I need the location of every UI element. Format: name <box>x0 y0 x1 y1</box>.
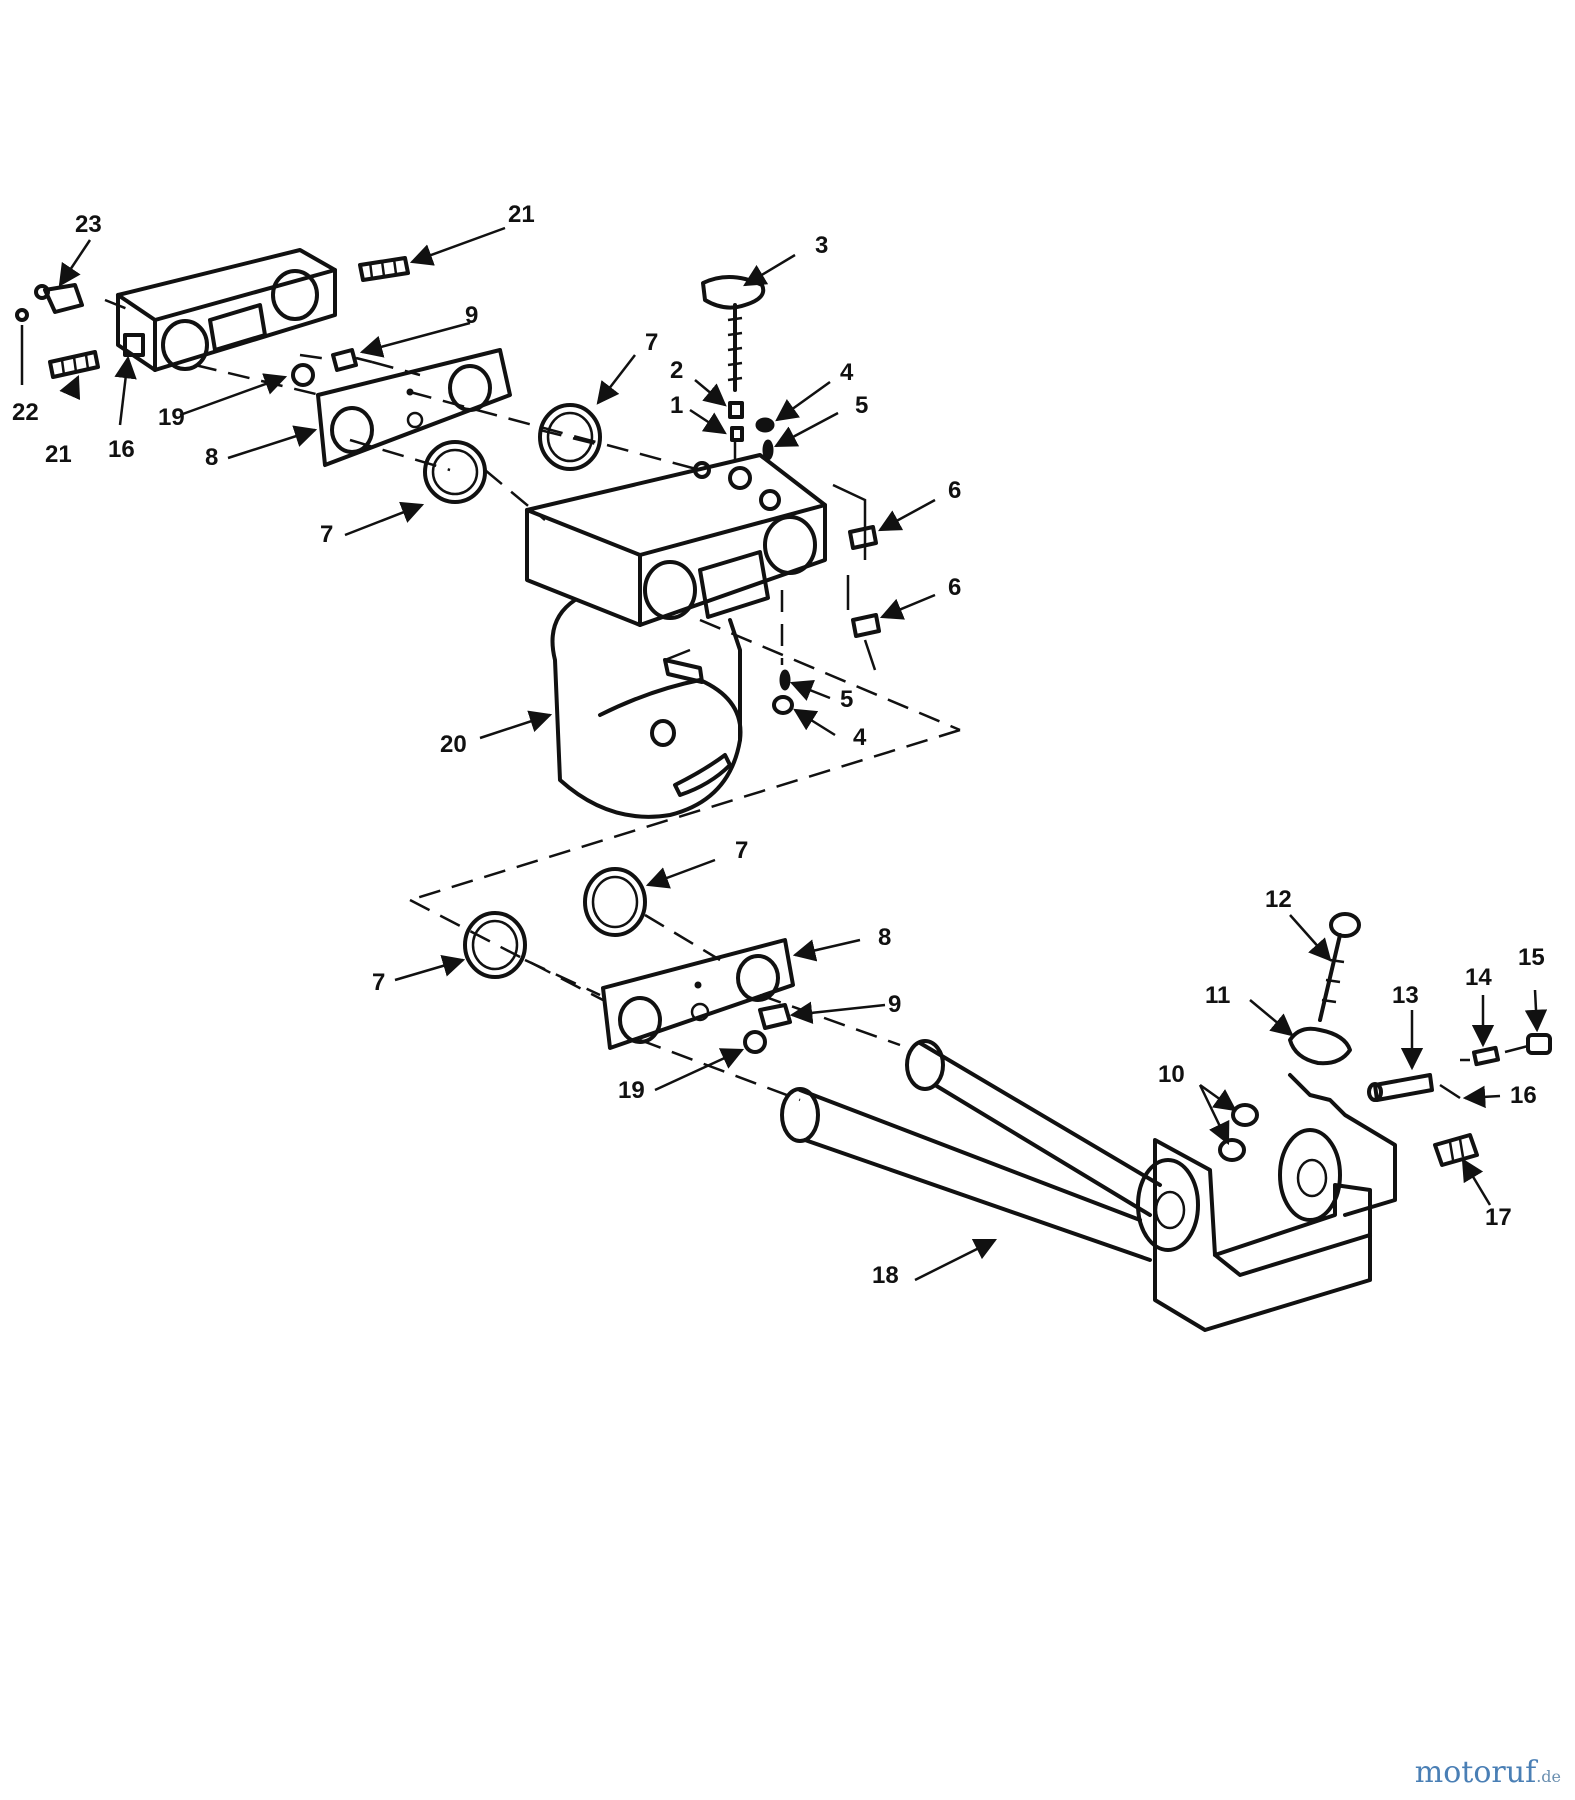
leader-arrows <box>58 226 1548 1282</box>
label-17: 17 <box>1485 1204 1512 1231</box>
watermark-tld: .de <box>1536 1767 1561 1786</box>
washer-part-4-upper <box>755 417 775 433</box>
cap-part-15 <box>1526 1033 1552 1055</box>
ring-part-7-lower-left <box>463 911 527 979</box>
nut-part-2 <box>728 401 744 419</box>
plate-part-8-lower <box>601 938 795 1050</box>
watermark-brand: motoruf <box>1414 1755 1537 1790</box>
plate-part-8-upper <box>316 348 512 467</box>
label-4-bottom: 4 <box>853 724 867 751</box>
screw-part-22 <box>15 308 29 385</box>
label-7-top-left: 7 <box>320 521 333 548</box>
label-10: 10 <box>1158 1061 1185 1088</box>
guide-rod-upper <box>905 1039 1162 1217</box>
label-13: 13 <box>1392 982 1419 1009</box>
label-22: 22 <box>12 399 39 426</box>
housing-side-outline <box>832 483 877 671</box>
label-2: 2 <box>670 357 683 384</box>
base-part-18 <box>1136 1073 1397 1332</box>
explode-lines <box>104 298 1529 1102</box>
label-3: 3 <box>815 232 828 259</box>
ball-part-19-lower <box>743 1030 767 1054</box>
label-23: 23 <box>75 211 102 238</box>
spring-pin-part-21-lower <box>48 350 100 379</box>
pin-part-16 <box>1439 1083 1461 1100</box>
spring-part-17 <box>1433 1133 1479 1167</box>
label-5-bottom: 5 <box>840 686 853 713</box>
ring-part-7-lower-right <box>583 867 647 937</box>
label-12: 12 <box>1265 886 1292 913</box>
screw-part-9-lower <box>758 1003 792 1030</box>
label-14: 14 <box>1465 964 1492 991</box>
clip-part-23 <box>34 283 84 314</box>
label-6-bottom: 6 <box>948 574 961 601</box>
knob-part-11 <box>1288 1026 1352 1066</box>
label-5-top: 5 <box>855 392 868 419</box>
label-11: 11 <box>1205 982 1230 1009</box>
label-7-mid-left: 7 <box>372 969 385 996</box>
label-19: 19 <box>158 404 185 431</box>
nut-part-10-lower <box>1218 1138 1246 1162</box>
label-16-top: 16 <box>108 436 135 463</box>
label-15: 15 <box>1518 944 1545 971</box>
label-9-top: 9 <box>465 302 478 329</box>
pin-part-13 <box>1367 1073 1434 1102</box>
label-19-bottom: 19 <box>618 1077 645 1104</box>
label-9-bottom: 9 <box>888 991 901 1018</box>
key-part-6-lower <box>851 613 881 638</box>
label-16-bottom: 16 <box>1510 1082 1537 1109</box>
label-18: 18 <box>872 1262 899 1289</box>
label-21-left: 21 <box>45 441 72 468</box>
key-part-6-upper <box>848 525 878 550</box>
label-8-top: 8 <box>205 444 218 471</box>
label-7-top-right: 7 <box>645 329 658 356</box>
spring-part-14 <box>1471 1045 1501 1067</box>
label-7-mid-right: 7 <box>735 837 748 864</box>
label-4-top: 4 <box>840 359 854 386</box>
guide-rod-lower <box>780 1087 1152 1262</box>
washer-part-4-lower <box>772 695 794 715</box>
nut-part-10-upper <box>1231 1103 1259 1127</box>
label-8-bottom: 8 <box>878 924 891 951</box>
ring-part-7-upper-left <box>423 440 487 504</box>
label-1: 1 <box>670 392 683 419</box>
bushing-part-1 <box>730 426 744 442</box>
clamp-block-part-16 <box>116 248 337 372</box>
main-clamp-housing <box>525 453 827 627</box>
spring-pin-part-21-upper <box>358 256 410 282</box>
label-6-top: 6 <box>948 477 961 504</box>
part-labels: 23 21 9 3 7 2 4 1 5 22 19 21 16 8 6 7 6 … <box>12 201 1545 1289</box>
bolt-part-12 <box>1318 912 1361 1022</box>
body-part-20 <box>550 598 743 819</box>
ball-part-19 <box>291 363 315 387</box>
label-21-top: 21 <box>508 201 535 228</box>
watermark-logo: motoruf.de <box>1415 1755 1561 1790</box>
spring-part-5-lower <box>779 669 791 691</box>
label-20: 20 <box>440 731 467 758</box>
knob-part-3 <box>701 275 766 392</box>
ring-part-7-upper-right <box>538 403 602 471</box>
screw-part-9-upper <box>331 348 373 372</box>
